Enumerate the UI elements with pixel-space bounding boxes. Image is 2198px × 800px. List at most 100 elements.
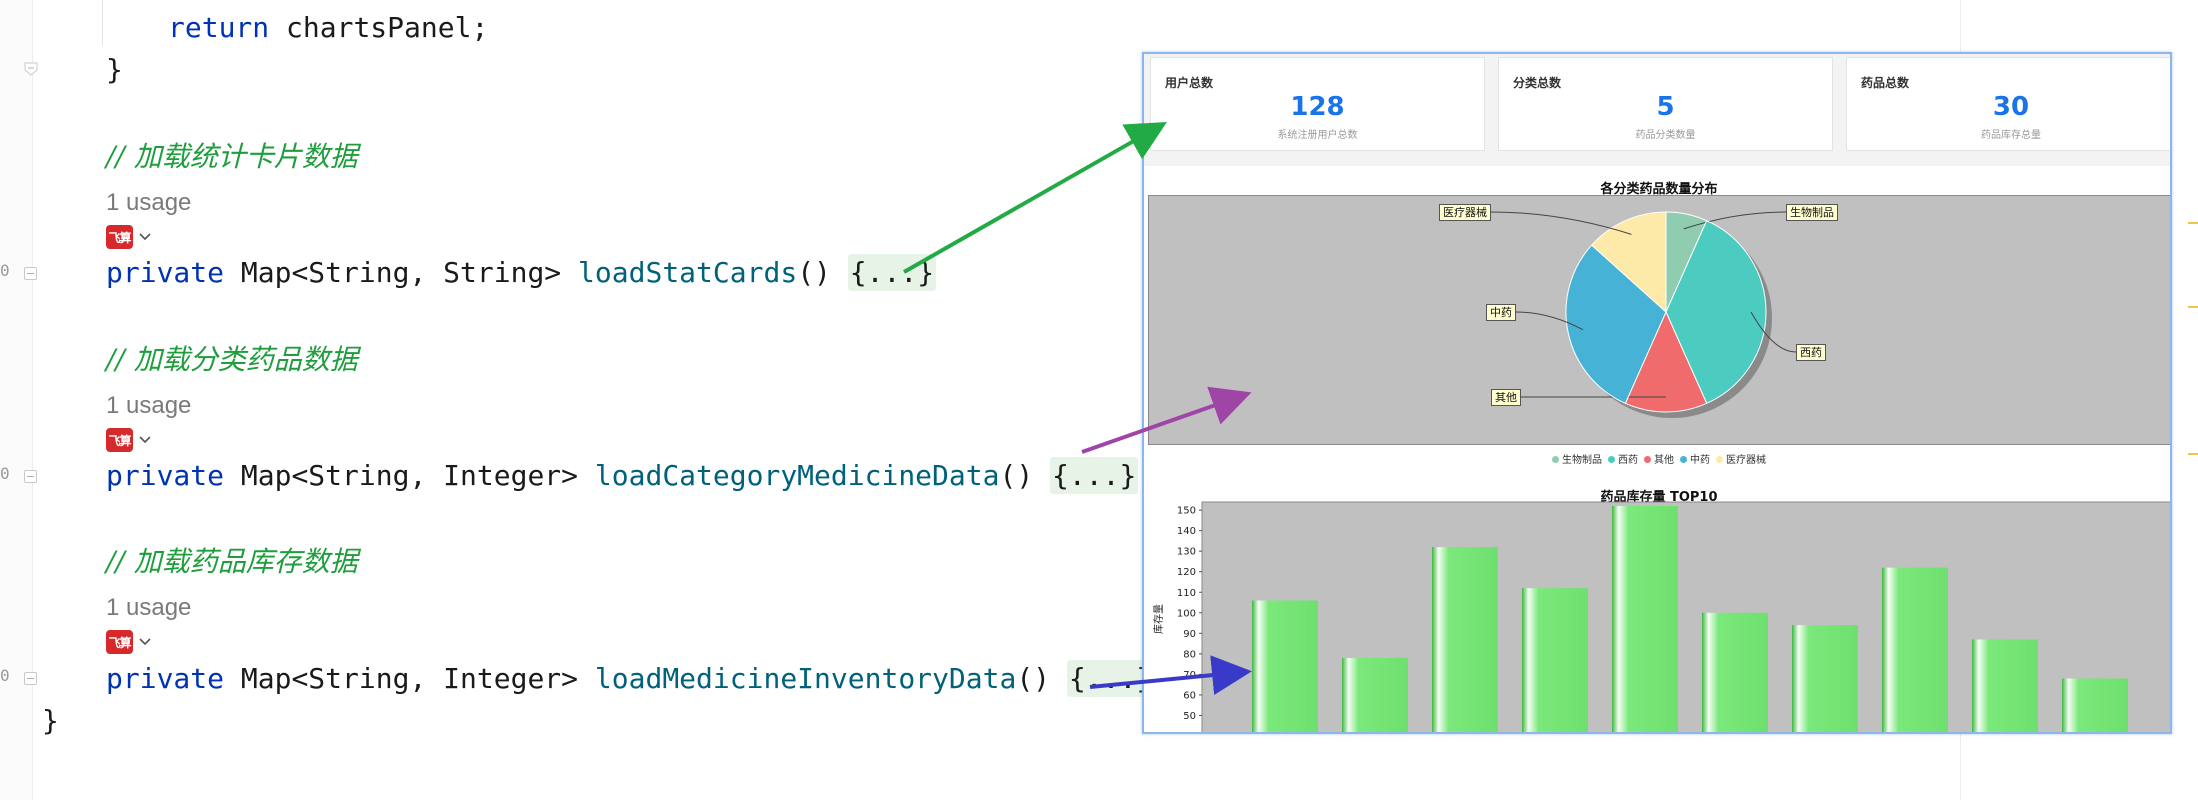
method-name[interactable]: loadCategoryMedicineData [594,459,1000,492]
keyword: private [106,662,225,695]
pie-leader-line [1750,311,1797,353]
bar [1972,639,2038,732]
legend-label: 生物制品 [1562,455,1602,466]
y-tick-label: 40 [1183,732,1196,735]
code-line-class-close[interactable]: } [42,707,59,735]
stat-card-title: 分类总数 [1513,76,1562,90]
code-text: Map<String, String> [224,256,579,289]
chevron-down-icon[interactable] [138,433,152,447]
stat-card-value: 128 [1290,92,1345,122]
scroll-marker[interactable] [2188,222,2198,224]
pie-chart-title: 各分类药品数量分布 [1600,182,1718,197]
indent-guide [102,0,103,46]
method-name[interactable]: loadMedicineInventoryData [594,662,1017,695]
editor-gutter [0,0,33,800]
plugin-badge-icon[interactable]: 飞算 [106,225,133,249]
usage-hint[interactable]: 1 usage [106,189,192,216]
expand-fold-icon[interactable] [24,470,37,483]
chevron-down-icon[interactable] [138,230,152,244]
pie-slice [1624,310,1708,413]
stat-card-categories: 分类总数 5 药品分类数量 [1498,57,1833,151]
code-comment[interactable]: // 加载药品库存数据 [106,545,358,578]
pie-chart-section: 各分类药品数量分布 生物制品西药其他中药医疗器械 生物制品西药其他中药医疗器械 [1144,166,2170,482]
y-tick-label: 90 [1183,629,1196,640]
y-axis-label: 库存量 [1152,604,1165,634]
stat-card-subtitle: 药品库存总量 [1981,130,2041,141]
code-text: chartsPanel; [269,11,489,44]
legend-label: 医疗器械 [1726,455,1766,466]
pie-slice [1590,211,1667,314]
gutter-line-number: 0 [0,261,10,280]
code-text: } [106,53,123,86]
pie-slice-label: 医疗器械 [1439,204,1491,221]
pie-slice [1665,219,1767,405]
method-signature[interactable]: private Map<String, String> loadStatCard… [106,254,937,291]
method-signature[interactable]: private Map<String, Integer> loadCategor… [106,457,1139,494]
code-text: () [797,256,848,289]
gutter-line-number: 0 [0,464,10,483]
code-comment[interactable]: // 加载分类药品数据 [106,343,358,376]
legend-swatch [1680,456,1687,463]
y-tick-label: 60 [1183,690,1196,701]
scroll-marker[interactable] [2188,453,2198,455]
stat-card-users: 用户总数 128 系统注册用户总数 [1150,57,1485,151]
legend-item: 生物制品 [1552,451,1602,466]
code-text: Map<String, Integer> [224,662,595,695]
bar-chart-title: 药品库存量 TOP10 [1600,490,1718,505]
code-comment[interactable]: // 加载统计卡片数据 [106,140,358,173]
y-tick-label: 80 [1183,649,1196,660]
keyword: private [106,459,225,492]
stat-card-medicines: 药品总数 30 药品库存总量 [1846,57,2170,151]
scroll-marker[interactable] [2188,306,2198,308]
folded-code-block[interactable]: {...} [847,254,937,291]
code-text: () [999,459,1051,492]
dashboard-screenshot: 用户总数 128 系统注册用户总数 分类总数 5 药品分类数量 药品总数 30 … [1142,52,2172,734]
pie-slice [1565,244,1667,405]
bar [1702,612,1768,732]
bar-chart: 405060708090100110120130140150库存量 [1152,501,2170,735]
legend-swatch [1644,456,1651,463]
stat-card-value: 5 [1656,92,1675,122]
code-line-return[interactable]: return chartsPanel; [168,14,488,42]
legend-item: 其他 [1644,451,1674,466]
keyword: return [168,11,270,44]
y-tick-label: 110 [1177,588,1196,599]
pie-leader-line [1515,311,1584,331]
pie-legend: 生物制品 西药其他中药 医疗器械 [1144,451,2170,466]
legend-item: 医疗器械 [1716,451,1766,466]
pie-chart [1490,211,1797,418]
stat-cards-row: 用户总数 128 系统注册用户总数 分类总数 5 药品分类数量 药品总数 30 … [1144,54,2170,166]
gutter-line-number: 0 [0,666,10,685]
arrow-stat-cards [903,122,1167,274]
pie-leader-line [1683,211,1787,230]
y-tick-label: 100 [1177,608,1196,619]
y-tick-label: 140 [1177,526,1196,537]
fold-end-icon[interactable] [24,62,38,76]
chevron-down-icon[interactable] [138,635,152,649]
code-line-close-brace[interactable]: } [106,56,123,84]
legend-swatch [1608,456,1615,463]
stat-card-value: 30 [1992,92,2030,122]
usage-hint[interactable]: 1 usage [106,392,192,419]
bar [1522,588,1588,732]
stat-card-subtitle: 系统注册用户总数 [1277,130,1358,141]
legend-label: 西药 [1618,455,1638,466]
bar [1432,547,1498,732]
pie-slice-label: 其他 [1491,389,1521,406]
legend-item: 西药 [1608,451,1638,466]
y-tick-label: 50 [1183,711,1196,722]
expand-fold-icon[interactable] [24,267,37,280]
folded-code-block[interactable]: {...} [1050,457,1139,494]
legend-item: 中药 [1680,451,1710,466]
usage-hint[interactable]: 1 usage [106,594,192,621]
bar [1792,625,1858,732]
code-text: Map<String, Integer> [224,459,595,492]
expand-fold-icon[interactable] [24,672,37,685]
method-name[interactable]: loadStatCards [578,256,798,289]
method-signature[interactable]: private Map<String, Integer> loadMedicin… [106,660,1156,697]
plugin-badge-icon[interactable]: 飞算 [106,428,133,452]
bar [1342,657,1408,732]
bar-chart-section: 药品库存量 TOP10 4050607080901001101201301401… [1144,482,2170,735]
y-tick-label: 70 [1183,670,1196,681]
plugin-badge-icon[interactable]: 飞算 [106,630,133,654]
